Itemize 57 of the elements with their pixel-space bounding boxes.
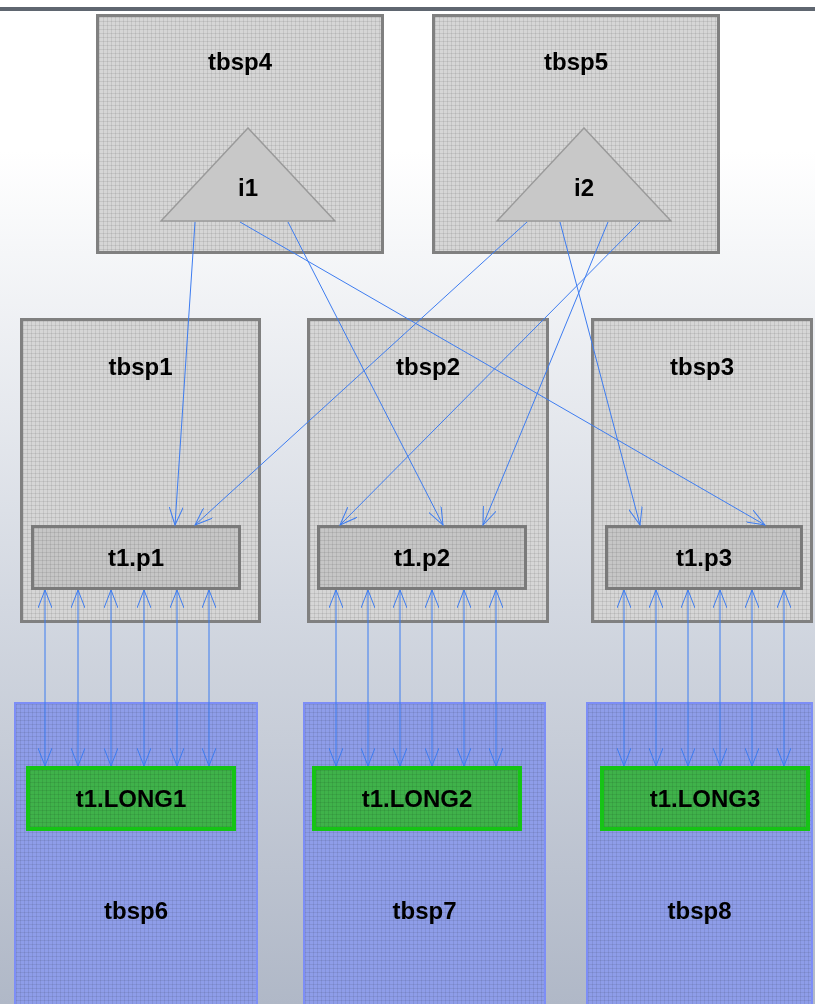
label-text: i2 — [573, 174, 595, 202]
arrow — [239, 221, 766, 526]
tablespace-box — [20, 318, 261, 623]
arrow — [559, 221, 643, 526]
partition-box — [605, 525, 803, 590]
long-data-box — [312, 766, 522, 831]
long-data-box — [26, 766, 236, 831]
partition-box — [317, 525, 527, 590]
arrow — [424, 589, 440, 767]
tablespace-box — [307, 318, 549, 623]
label-text: t1.p3 — [676, 542, 732, 573]
label-text: t1.p2 — [394, 542, 450, 573]
arrow — [168, 221, 196, 526]
partition-box — [31, 525, 241, 590]
tablespace-box — [586, 702, 813, 1004]
arrow — [360, 589, 376, 767]
tablespace-box — [432, 14, 720, 254]
arrow — [169, 589, 185, 767]
label-text: tbsp1 — [107, 353, 174, 381]
tablespace-box — [303, 702, 546, 1004]
arrow — [103, 589, 119, 767]
label-text: t1.LONG1 — [75, 783, 187, 814]
arrow — [776, 589, 792, 767]
index-triangle — [496, 127, 672, 222]
arrow — [712, 589, 728, 767]
arrow — [680, 589, 696, 767]
arrow — [392, 589, 408, 767]
arrow — [744, 589, 760, 767]
label-text: tbsp5 — [543, 48, 609, 76]
arrow — [194, 221, 528, 526]
index-triangle — [160, 127, 336, 222]
label-text: tbsp2 — [395, 353, 461, 381]
label-text: tbsp6 — [103, 897, 169, 925]
label-text: tbsp7 — [391, 897, 458, 925]
tablespace-box — [96, 14, 384, 254]
tablespace-box — [14, 702, 258, 1004]
arrow — [37, 589, 53, 767]
arrow — [488, 589, 504, 767]
long-data-box — [600, 766, 810, 831]
arrow — [201, 589, 217, 767]
label-text: t1.LONG3 — [649, 783, 761, 814]
label-text: tbsp8 — [666, 897, 733, 925]
label-text: t1.LONG2 — [361, 783, 473, 814]
arrow — [328, 589, 344, 767]
label-text: tbsp3 — [669, 353, 735, 381]
arrow — [339, 221, 641, 526]
label-text: tbsp4 — [207, 48, 273, 76]
arrow — [70, 589, 86, 767]
label-text: i1 — [237, 174, 259, 202]
arrow — [648, 589, 664, 767]
arrow — [456, 589, 472, 767]
arrow — [287, 221, 444, 526]
arrow — [482, 221, 609, 526]
label-text: t1.p1 — [108, 542, 164, 573]
arrow — [136, 589, 152, 767]
arrow — [616, 589, 632, 767]
tablespace-box — [591, 318, 813, 623]
